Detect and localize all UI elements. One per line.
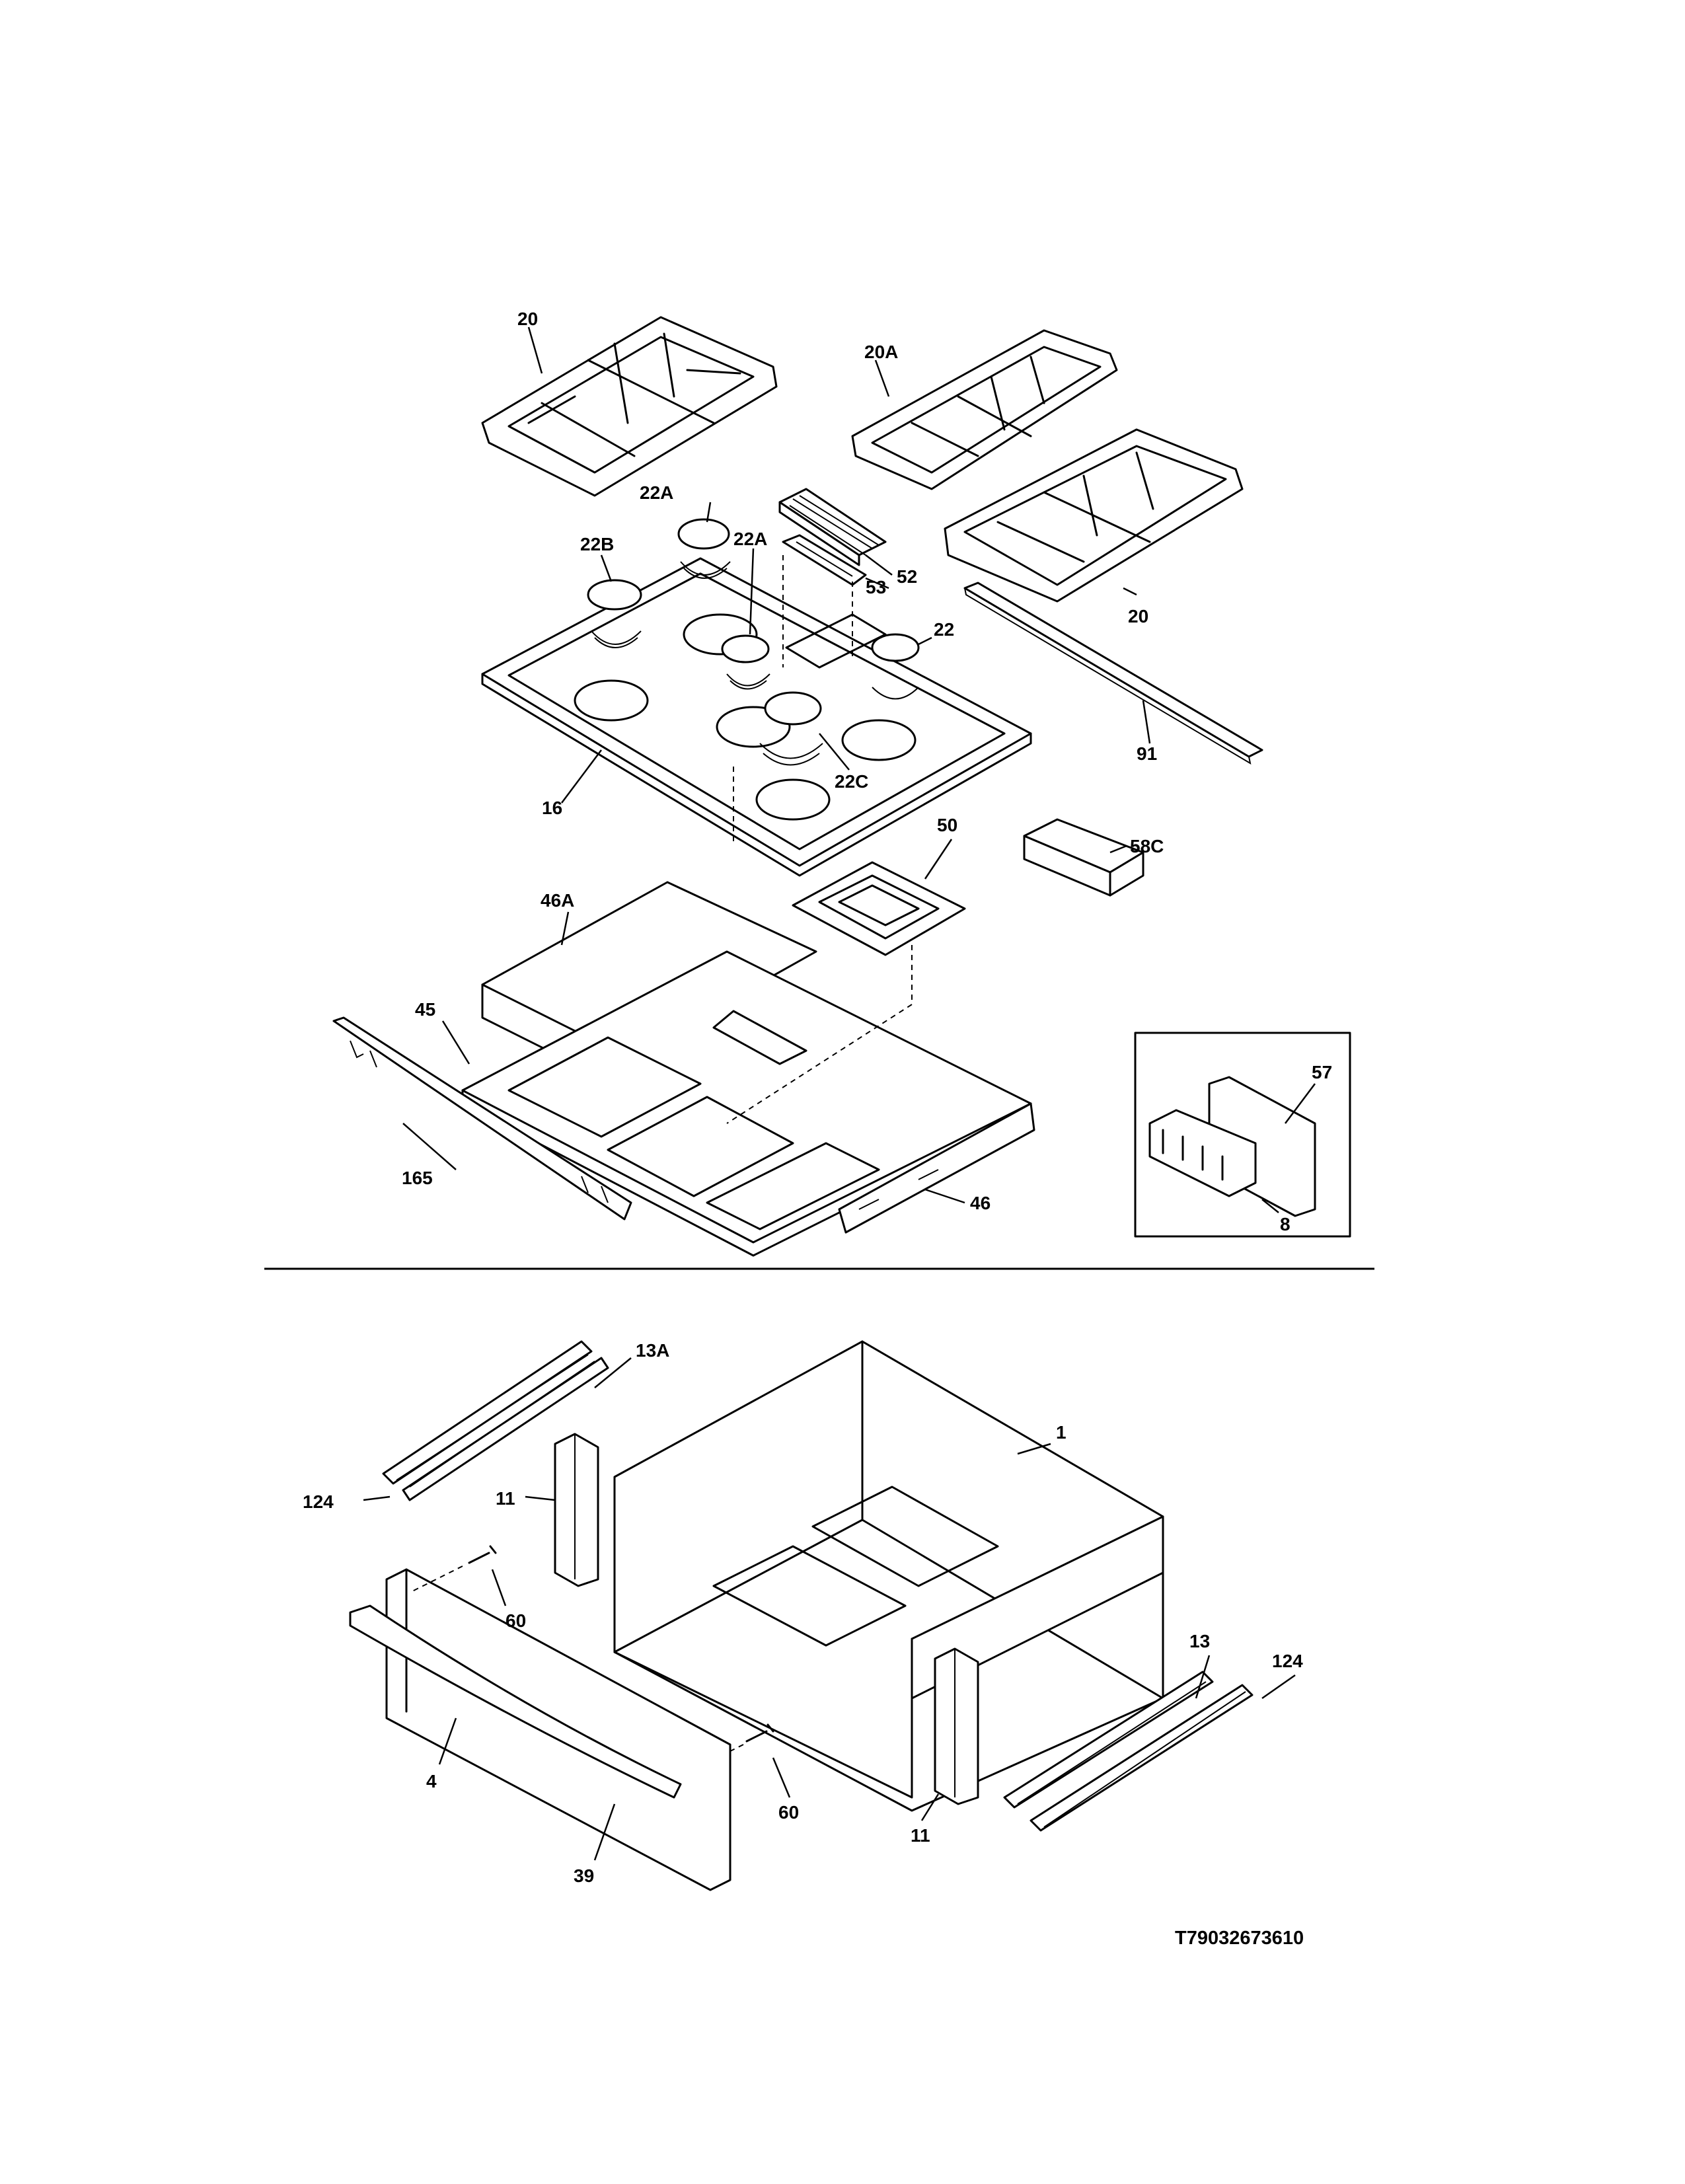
callout-inset-bracket: 57 [1312,1062,1332,1082]
callout-rear-panel: 165 [402,1168,433,1188]
callout-block: 58C [1130,836,1164,856]
callout-drawer-body: 1 [1056,1422,1067,1443]
grill-insert [782,534,867,586]
callout-burner-box: 50 [937,815,957,835]
alignment-lines [726,555,913,1124]
callout-drawer-slide-right-bottom: 124 [1272,1651,1303,1671]
callout-cooktop: 16 [542,798,562,818]
callout-grill-insert: 53 [866,577,886,597]
callout-handle: 39 [574,1865,594,1886]
trim-strip [963,582,1263,765]
callout-grate-right: 20 [1128,606,1148,626]
callout-grill-top: 52 [897,566,917,587]
support-right [934,1647,979,1805]
callout-trim-strip: 91 [1137,743,1157,764]
grate-center [851,329,1118,490]
part-code: T79032673610 [1175,1928,1304,1949]
callout-drawer-slide-right-top: 13 [1189,1631,1210,1651]
inset-box [1134,1032,1351,1238]
cooktop [481,557,1032,877]
drawer-body [613,1340,1164,1812]
callout-grate-left: 20 [517,309,538,329]
callout-inset-switch: 8 [1280,1214,1291,1234]
grate-right [944,428,1244,603]
callout-drawer-front: 4 [426,1771,437,1791]
callout-support-right: 11 [911,1825,930,1846]
callout-drawer-slide-left-top: 13A [636,1340,669,1361]
callout-cap-22C: 22C [835,771,868,792]
drawer-slide-right [1003,1671,1254,1832]
callout-cap-22: 22 [934,619,954,640]
callout-side-bracket-right: 46 [970,1193,991,1213]
callout-cap-22A-rear: 22A [640,482,673,503]
callout-screw-right: 60 [778,1802,799,1823]
callout-burner-pan: 45 [415,999,435,1020]
grate-left [481,316,778,497]
burner-box [792,861,966,956]
block [1023,818,1144,897]
support-left [554,1433,599,1587]
callout-cap-22B: 22B [580,534,614,554]
callout-support-left: 11 [496,1488,515,1509]
callout-screw-left: 60 [506,1610,526,1631]
burner-caps [587,518,920,766]
leader-lines [363,326,1316,1861]
callout-labels: 20 20A 20 22A 22A 22B 22 22C 52 53 16 91… [303,309,1332,1949]
callout-side-bracket-left: 46A [541,890,574,911]
handle [349,1604,682,1799]
callout-drawer-slide-left-bottom: 124 [303,1491,334,1512]
rear-panel [332,1016,632,1221]
grill-top [778,488,887,566]
side-bracket-right [838,1102,1035,1234]
screws [409,1545,774,1752]
callout-cap-22A-center: 22A [733,529,767,549]
callout-grate-center: 20A [864,342,898,362]
drawer-slide-left [382,1340,609,1501]
